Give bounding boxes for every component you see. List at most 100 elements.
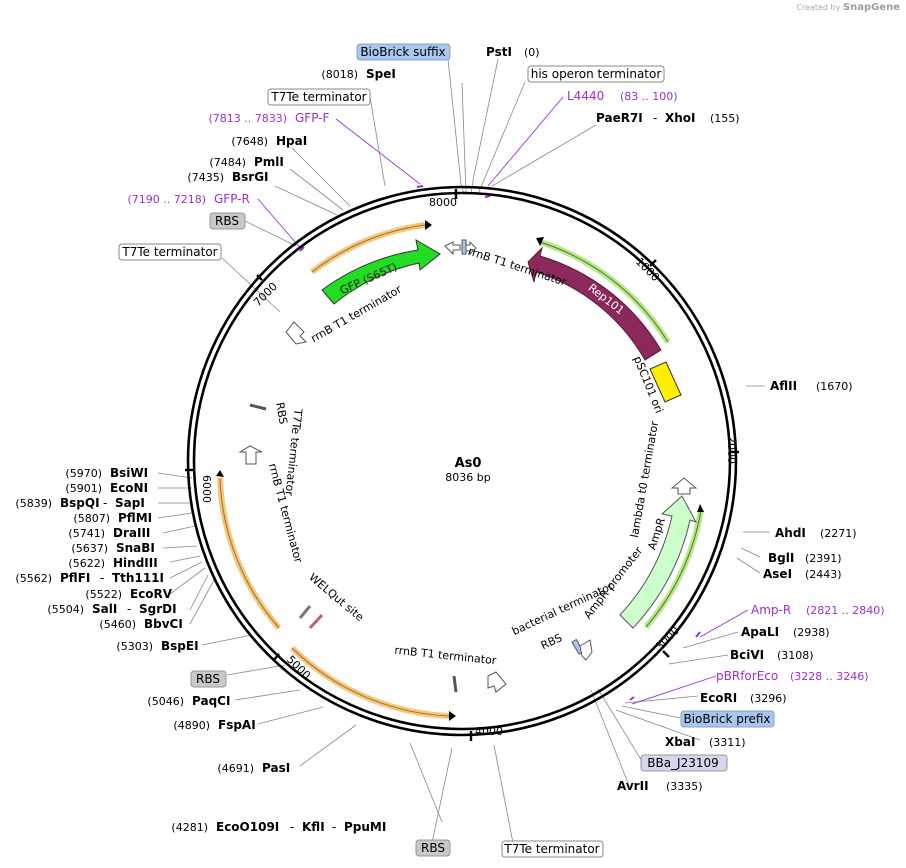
bba-tag: BBa_J23109 [647, 756, 719, 770]
top-glyphs [444, 239, 477, 256]
bsiWI-pos: (5970) [65, 467, 102, 480]
xhoI-pos: (155) [710, 112, 740, 125]
sapI-sep: - [103, 496, 107, 510]
kflI-sep: - [290, 820, 294, 834]
pflMI-pos: (5807) [73, 512, 110, 525]
bciVI-pos: (3108) [777, 649, 814, 662]
rbs-tag-bottom: RBS [421, 841, 445, 855]
tags: BioBrick suffix his operon terminator T7… [118, 43, 775, 858]
tick-2000: 2000 [725, 436, 738, 464]
pbrforeco-range: (3228 .. 3246) [790, 670, 869, 683]
hindIII-pos: (5622) [68, 557, 105, 570]
ppuMI-name: PpuMI [344, 820, 386, 834]
aseI-pos: (2443) [805, 568, 842, 581]
aflII-pos: (1670) [816, 380, 853, 393]
enzyme-labels: PstI (0) (8018) SpeI (7648) HpaI (7484) … [15, 45, 856, 834]
bsrGI-pos: (7435) [187, 171, 224, 184]
ecoO109I-pos: (4281) [171, 821, 208, 834]
bspQI-name: BspQI [60, 496, 100, 510]
his-operon-tag: his operon terminator [531, 67, 662, 81]
ahdI-name: AhdI [775, 526, 806, 540]
pflFI-pos: (5562) [15, 572, 52, 585]
xbaI-pos: (3311) [709, 736, 746, 749]
left-terminator-icon [238, 445, 263, 465]
bspEI-name: BspEI [161, 639, 199, 653]
draIII-name: DraIII [113, 526, 150, 540]
credit-prefix: Created by [796, 3, 841, 12]
bbvCI-pos: (5460) [99, 618, 136, 631]
rbs-tag-left: RBS [215, 214, 239, 228]
ampr-arrow [619, 495, 698, 629]
xbaI-name: XbaI [665, 735, 695, 749]
tick-8000: 8000 [429, 196, 457, 209]
hpaI-pos: (7648) [231, 135, 268, 148]
pstI-pos: (0) [524, 46, 540, 59]
ampr-primer-name: Amp-R [751, 603, 791, 617]
ecoRV-pos: (5522) [85, 588, 122, 601]
backbone-inner [192, 191, 732, 731]
bsrGI-name: BsrGI [232, 170, 269, 184]
rep101-arrow [527, 246, 662, 361]
l4440-range: (83 .. 100) [620, 90, 678, 103]
ecoRV-name: EcoRV [130, 587, 173, 601]
kflI-name: KflI [302, 820, 325, 834]
ruler [185, 189, 739, 741]
ori-box [649, 361, 682, 403]
apaLI-name: ApaLI [741, 625, 779, 639]
tick-6000: 6000 [200, 475, 213, 503]
bglI-pos: (2391) [805, 552, 842, 565]
plasmid-size: 8036 bp [445, 471, 490, 484]
hpaI-name: HpaI [276, 134, 307, 148]
bciVI-name: BciVI [730, 648, 764, 662]
fspAI-name: FspAI [218, 718, 256, 732]
tick-4000: 4000 [475, 725, 503, 738]
apaLI-pos: (2938) [793, 626, 830, 639]
ecoO109I-name: EcoO109I [216, 820, 279, 834]
biobrick-prefix-tag: BioBrick prefix [683, 712, 770, 726]
backbone-outer [186, 185, 738, 737]
salI-name: SalI [92, 602, 117, 616]
t7te-tag-bottom: T7Te terminator [503, 842, 599, 856]
arc-arrowheads [216, 220, 704, 721]
biobrick-suffix-tag: BioBrick suffix [360, 45, 445, 59]
pmlI-name: PmlI [254, 155, 284, 169]
tth111I-sep: - [100, 571, 104, 585]
bsiWI-name: BsiWI [110, 466, 148, 480]
primer-lines [257, 96, 749, 705]
gfpf-range: (7813 .. 7833) [208, 112, 287, 125]
snaBI-name: SnaBI [116, 541, 155, 555]
pflMI-name: PflMI [118, 511, 152, 525]
ecoNI-name: EcoNI [110, 481, 148, 495]
pstI-name: PstI [486, 45, 512, 59]
welqut-label: WELQut site [306, 571, 366, 624]
tth111I-name: Tth111I [112, 571, 164, 585]
right-glyphs [571, 638, 593, 661]
ppuMI-sep: - [332, 820, 336, 834]
gfp-arrow [321, 239, 441, 305]
speI-pos: (8018) [321, 68, 358, 81]
rbs-inner-label: RBS [273, 401, 290, 425]
gfpr-name: GFP-R [214, 192, 250, 206]
avrII-name: AvrII [617, 779, 649, 793]
pmlI-pos: (7484) [209, 156, 246, 169]
ecoRI-name: EcoRI [700, 691, 737, 705]
ecoRI-pos: (3296) [750, 692, 787, 705]
bbvCI-name: BbvCI [144, 617, 183, 631]
xhoI-name: XhoI [665, 111, 696, 125]
bglI-name: BglI [768, 551, 794, 565]
l4440-name: L4440 [567, 89, 604, 103]
snapgene-credit: Created by SnapGene [796, 2, 900, 13]
pasI-pos: (4691) [217, 762, 254, 775]
sapI-name: SapI [115, 496, 145, 510]
upperleft-terminator-icon [285, 321, 308, 345]
aflII-name: AflII [770, 379, 797, 393]
bspQI-pos: (5839) [15, 497, 52, 510]
ecoNI-pos: (5901) [65, 482, 102, 495]
primer-labels: (7813 .. 7833) GFP-F (7190 .. 7218) GFP-… [127, 89, 884, 683]
rbs-right-label: RBS [539, 631, 564, 652]
hindIII-name: HindIII [113, 556, 158, 570]
sgrDI-name: SgrDI [139, 602, 177, 616]
fspAI-pos: (4890) [173, 719, 210, 732]
pasI-name: PasI [262, 761, 290, 775]
